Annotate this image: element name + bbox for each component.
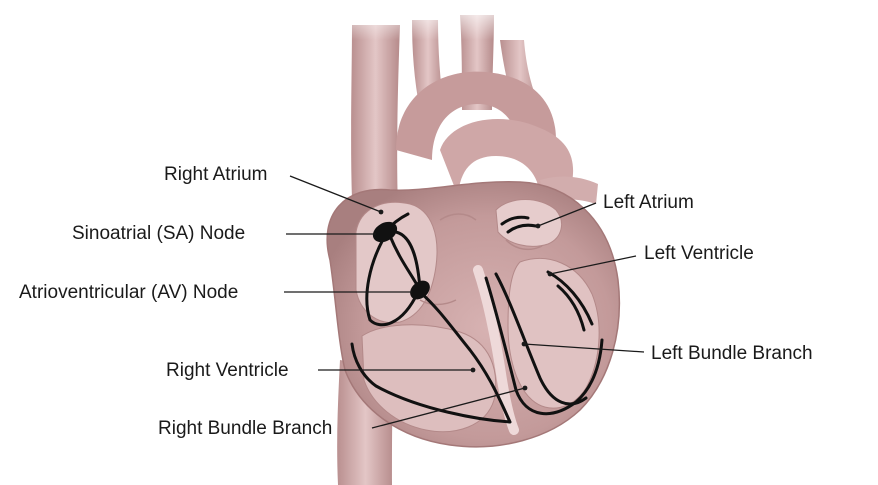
label-right-ventricle: Right Ventricle <box>166 360 289 381</box>
conduction-system <box>350 212 604 424</box>
label-right-atrium: Right Atrium <box>164 164 268 185</box>
superior-vena-cava <box>351 25 400 210</box>
pulmonary-artery <box>440 119 574 196</box>
label-left-bundle-branch: Left Bundle Branch <box>651 343 813 364</box>
av-node <box>410 280 430 300</box>
left-atrium-fibers <box>500 215 538 234</box>
great-vessels <box>330 0 598 485</box>
left-atrium-cavity <box>495 199 563 247</box>
leader-right-atrium <box>289 175 382 213</box>
leader-right-bundle-branch <box>371 387 526 429</box>
leader-dots <box>378 209 553 391</box>
septum <box>473 265 519 435</box>
internodal-pathway-outer <box>365 234 420 327</box>
label-right-bundle-branch: Right Bundle Branch <box>158 418 333 439</box>
left-bundle-branch-path-2 <box>494 272 588 406</box>
right-bundle-branch-path <box>350 290 512 424</box>
aortic-arch <box>396 71 556 160</box>
leader-left-bundle-branch <box>523 343 645 353</box>
leader-left-ventricle <box>549 255 637 275</box>
label-left-atrium: Left Atrium <box>603 192 694 213</box>
valves <box>419 213 543 306</box>
label-left-ventricle: Left Ventricle <box>644 243 754 264</box>
left-bundle-branch-path <box>484 276 604 416</box>
purkinje-fibers-left <box>546 270 594 332</box>
leader-lines <box>284 175 645 429</box>
label-sa-node: Sinoatrial (SA) Node <box>72 223 246 244</box>
leader-left-atrium <box>537 202 597 227</box>
sa-node <box>372 221 398 243</box>
label-av-node: Atrioventricular (AV) Node <box>19 282 239 303</box>
